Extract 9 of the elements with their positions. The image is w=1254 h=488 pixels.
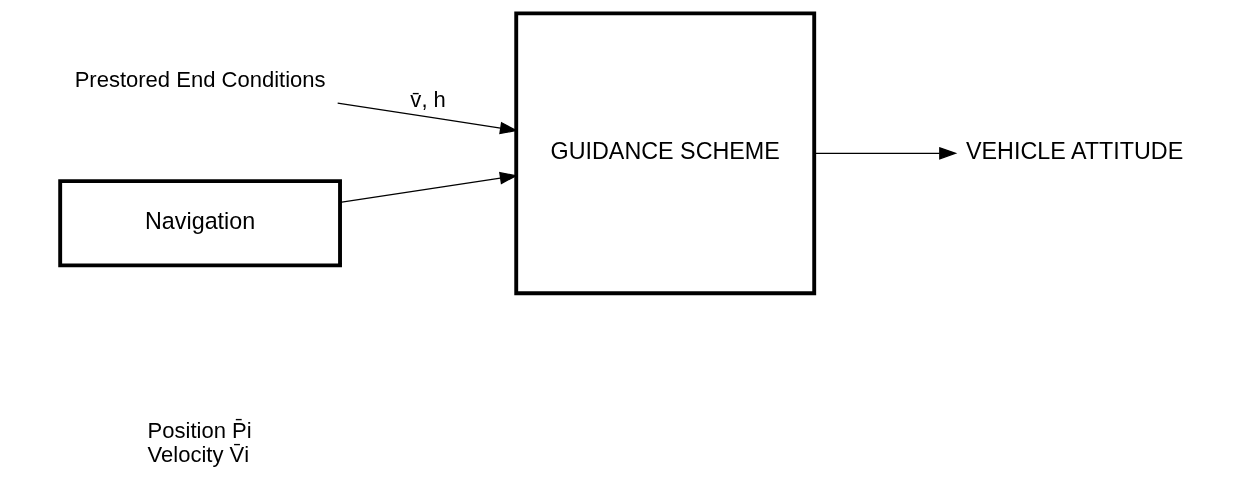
node-box: GUIDANCE SCHEME	[514, 11, 817, 296]
node-box: Navigation	[58, 179, 342, 268]
node-text: Prestored End Conditions	[74, 67, 326, 93]
node-label: Position P̄i	[147, 417, 252, 443]
node-label: Velocity V̄i	[147, 442, 250, 468]
edge-label: v̄, h	[410, 87, 446, 113]
node-text: VEHICLE ATTITUDE	[966, 138, 1184, 165]
arrow	[813, 146, 958, 160]
arrow	[339, 171, 518, 203]
